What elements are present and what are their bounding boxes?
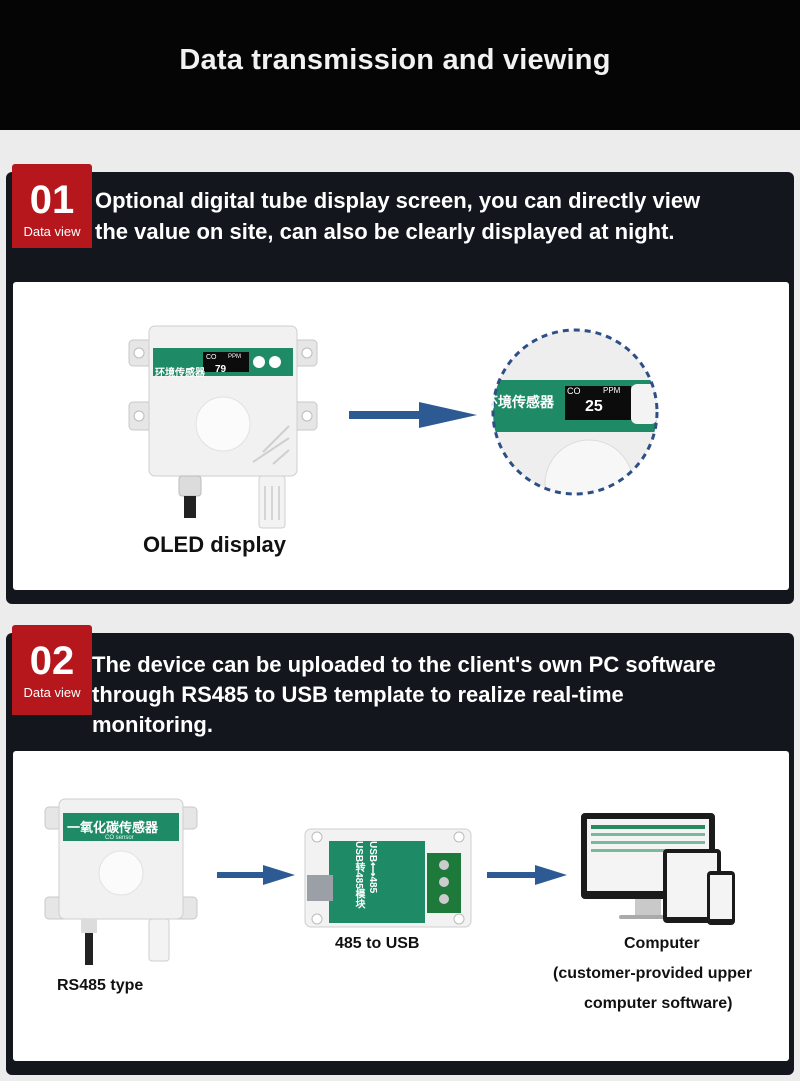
zoom-unit-label: PPM — [603, 386, 621, 395]
usb-485-module-image — [304, 828, 472, 928]
description-line: monitoring. — [92, 712, 213, 737]
section-pc-monitoring: 02 Data view The device can be uploaded … — [6, 625, 794, 1075]
computer-caption-line: (customer-provided upper — [553, 965, 753, 982]
module-subtitle: USB⟷485 — [367, 841, 378, 894]
sensor-device-image — [128, 325, 318, 529]
section-badge-label: Data view — [23, 224, 81, 239]
arrow-right-icon — [487, 865, 567, 885]
computer-caption-line: Computer — [624, 935, 700, 952]
oled-caption: OLED display — [143, 532, 287, 557]
zoom-circle-image — [491, 328, 659, 496]
section-description: The device can be uploaded to the client… — [92, 650, 786, 740]
rs485-caption: RS485 type — [57, 977, 144, 994]
description-line: Optional digital tube display screen, yo… — [95, 188, 701, 213]
page-title: Data transmission and viewing — [179, 44, 611, 76]
unit-label: PPM — [228, 354, 242, 360]
section-badge: 01 Data view — [12, 164, 92, 248]
description-line: the value on site, can also be clearly d… — [95, 219, 675, 244]
zoom-reading-value: 25 — [585, 398, 603, 415]
section-badge: 02 Data view — [12, 625, 92, 715]
top-banner: Data transmission and viewing — [0, 0, 800, 130]
section-badge-label: Data view — [23, 685, 81, 700]
co-sensor-label: 一氧化碳传感器 — [67, 820, 159, 835]
description-line: The device can be uploaded to the client… — [92, 652, 716, 677]
module-caption: 485 to USB — [335, 935, 420, 952]
section-description: Optional digital tube display screen, yo… — [95, 185, 785, 247]
computer-caption-line: computer software) — [584, 995, 733, 1012]
illustration-panel: 环境传感器 CO PPM 79 环境传感器 — [13, 282, 789, 590]
description-line: through RS485 to USB template to realize… — [92, 682, 624, 707]
section-oled-display: 01 Data view Optional digital tube displ… — [6, 164, 794, 604]
computer-devices-image — [581, 813, 735, 925]
arrow-right-icon — [349, 402, 477, 428]
illustration-panel: 一氧化碳传感器 CO sensor USB转485模块 — [13, 751, 789, 1061]
arrow-right-icon — [217, 865, 295, 885]
co-sensor-image — [44, 798, 198, 965]
device-label: 环境传感器 — [155, 368, 205, 379]
zoom-device-label: 环境传感器 — [484, 394, 554, 410]
section-number: 01 — [29, 178, 75, 222]
gas-name: CO — [206, 354, 217, 361]
reading-value: 79 — [215, 364, 227, 375]
co-sensor-sublabel: CO sensor — [105, 835, 134, 841]
module-title: USB转485模块 — [353, 841, 364, 909]
zoom-gas-name: CO — [567, 386, 581, 396]
section-number: 02 — [29, 639, 75, 683]
